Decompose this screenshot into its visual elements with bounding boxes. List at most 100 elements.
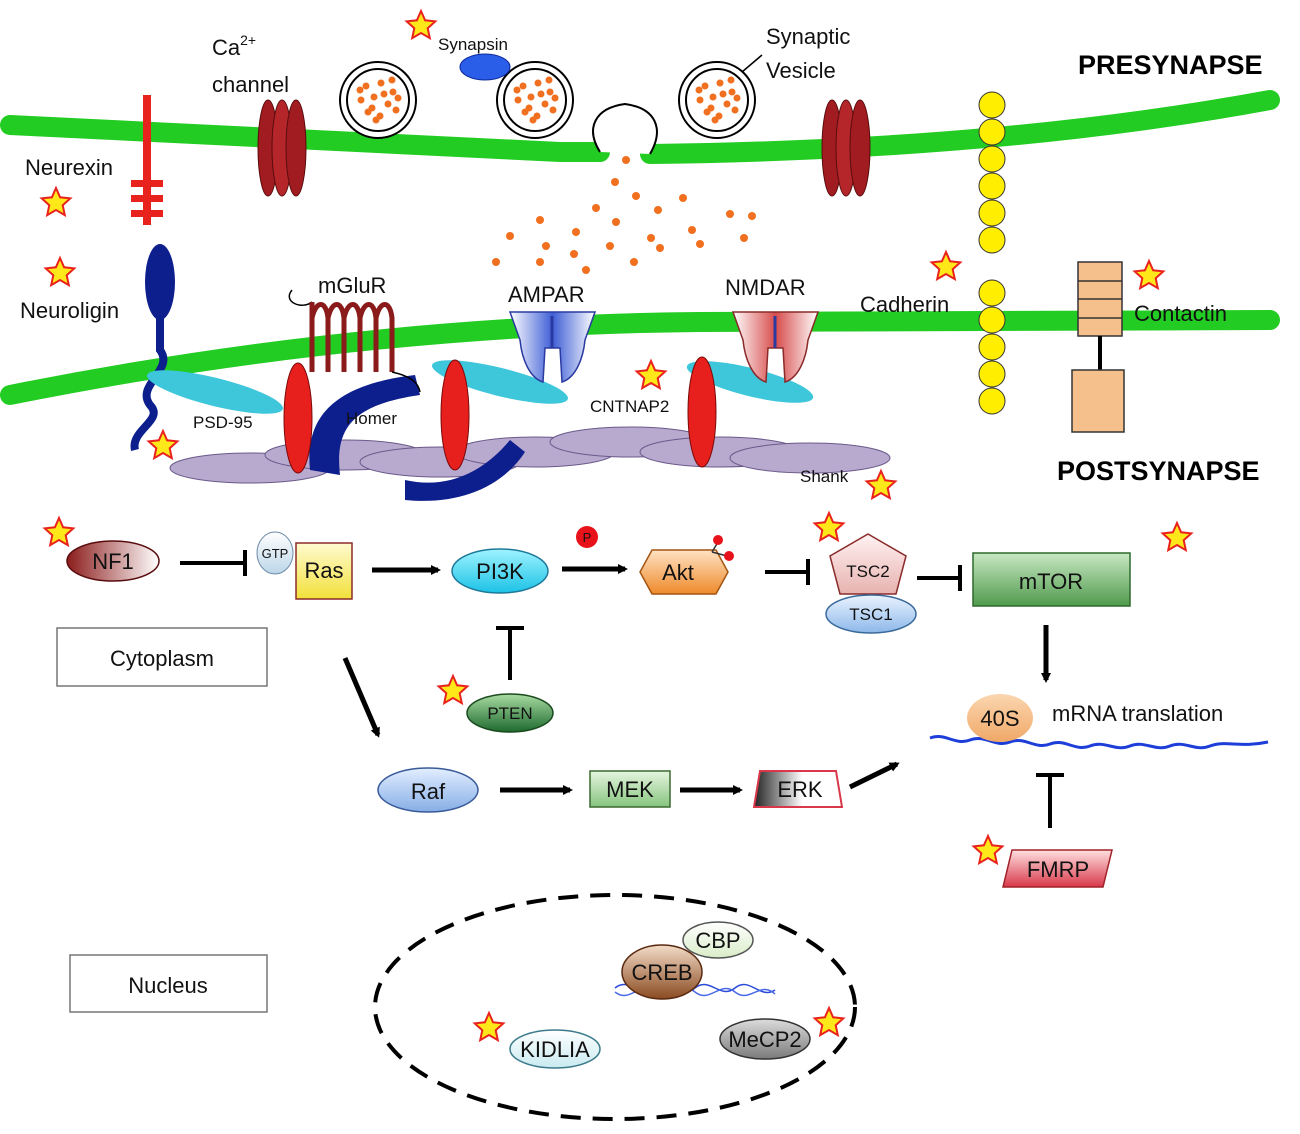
tsc1-label: TSC1 — [849, 605, 892, 624]
mek-node — [589, 770, 671, 808]
neurotransmitter-dot — [356, 86, 364, 94]
synapsin-label: Synapsin — [438, 35, 508, 54]
scaffold-anchor-2 — [440, 359, 470, 471]
psd95-label: PSD-95 — [193, 413, 253, 432]
homer-label: Homer — [346, 409, 397, 428]
shank-label: Shank — [800, 467, 849, 486]
synaptic-vesicle-label-2: Vesicle — [766, 58, 836, 83]
neurotransmitter-dot — [388, 76, 396, 84]
neurotransmitter-dot — [632, 192, 640, 200]
neurotransmitter-dot — [542, 242, 550, 250]
neuroligin-star — [43, 255, 77, 288]
nf1-node — [66, 540, 160, 582]
channel-label: channel — [212, 72, 289, 97]
neurexin-protein — [131, 95, 163, 225]
neurotransmitter-dot — [551, 94, 559, 102]
neurotransmitter-dot — [695, 86, 703, 94]
creb-node — [621, 944, 703, 1000]
cadherin-label: Cadherin — [860, 292, 949, 317]
erk-node — [752, 770, 844, 808]
synaptic-vesicle-3 — [678, 61, 756, 139]
fmrp-label: FMRP — [1027, 857, 1089, 882]
neuroligin-label: Neuroligin — [20, 298, 119, 323]
neurotransmitter-dot — [545, 76, 553, 84]
neurotransmitter-dot — [611, 178, 619, 186]
pi3k-node — [451, 548, 549, 594]
cytoplasm-box — [56, 627, 268, 687]
pten-label: PTEN — [487, 704, 532, 723]
neurotransmitter-dot — [656, 244, 664, 252]
neurotransmitter-dot — [384, 100, 392, 108]
kidlia-label: KIDLIA — [520, 1037, 590, 1062]
mek-label: MEK — [606, 777, 654, 802]
pi3k-label: PI3K — [476, 559, 524, 584]
neurotransmitter-dot — [606, 242, 614, 250]
contactin-protein — [1071, 261, 1125, 433]
neurexin-label: Neurexin — [25, 155, 113, 180]
vesicle-pointer-line — [741, 54, 763, 73]
contactin-star — [1132, 258, 1166, 291]
psd95-protein-3 — [686, 361, 814, 403]
neurotransmitter-dot — [536, 258, 544, 266]
ras-to-raf-arrow — [342, 657, 381, 738]
neurotransmitter-dot — [570, 250, 578, 258]
ras-node — [295, 542, 353, 600]
tsc2-label: TSC2 — [846, 562, 889, 581]
synaptic-vesicle-1 — [339, 61, 417, 139]
mtor-label: mTOR — [1019, 569, 1083, 594]
neurotransmitter-dot — [389, 88, 397, 96]
akt-label: Akt — [662, 560, 694, 585]
neurotransmitter-dot — [711, 116, 719, 124]
kidlia-node — [509, 1029, 601, 1069]
mtor-star — [1160, 520, 1194, 553]
neurotransmitter-dot — [707, 104, 715, 112]
neurotransmitter-dot — [582, 266, 590, 274]
scaffold-anchor-1 — [283, 362, 313, 474]
neurotransmitter-dot — [527, 93, 535, 101]
neurotransmitter-dot — [740, 234, 748, 242]
raf-node — [377, 767, 479, 813]
mecp2-label: MeCP2 — [728, 1027, 801, 1052]
synaptic-vesicle-label-1: Synaptic — [766, 24, 850, 49]
contactin-label: Contactin — [1134, 301, 1227, 326]
neurotransmitter-dot — [534, 79, 542, 87]
kidlia-star — [472, 1010, 506, 1043]
synapsin-protein — [459, 53, 511, 81]
presynapse-heading: PRESYNAPSE — [1078, 50, 1263, 80]
neurotransmitter-dot — [357, 96, 365, 104]
asd-risk-markers — [39, 8, 1194, 1043]
neurotransmitter-dot — [726, 210, 734, 218]
neurotransmitter-dot — [492, 258, 500, 266]
akt-node — [639, 549, 729, 595]
mrna-strand — [929, 735, 1269, 750]
neurotransmitter-dot — [368, 104, 376, 112]
phosphate-marker — [576, 526, 598, 548]
phosphate-label: P — [583, 530, 592, 545]
pten-star — [436, 673, 470, 706]
neurotransmitter-dot — [372, 116, 380, 124]
neurotransmitter-dot — [592, 204, 600, 212]
fmrp-star — [971, 833, 1005, 866]
tsc1-node — [825, 594, 917, 634]
neurotransmitter-dot — [647, 234, 655, 242]
homer-protein-2 — [405, 440, 525, 501]
shank-star — [864, 468, 898, 501]
neurotransmitter-dot — [514, 96, 522, 104]
neurotransmitter-dot — [572, 228, 580, 236]
vesicle-fusion-pore — [592, 102, 658, 155]
neurotransmitter-dot — [716, 79, 724, 87]
mglur-label: mGluR — [318, 273, 386, 298]
nf1-star — [42, 515, 76, 548]
neurotransmitter-dot — [696, 240, 704, 248]
neurotransmitter-dot — [723, 100, 731, 108]
neurotransmitter-dot — [748, 212, 756, 220]
psd95-star — [146, 428, 180, 461]
ampar-receptor — [508, 311, 597, 383]
mrna-translation-label: mRNA translation — [1052, 701, 1223, 726]
mecp2-star — [812, 1005, 846, 1038]
nucleus-label: Nucleus — [128, 973, 207, 998]
ribosome-40s — [967, 694, 1033, 742]
tsc2-node — [829, 533, 907, 595]
neurotransmitter-dot — [622, 156, 630, 164]
